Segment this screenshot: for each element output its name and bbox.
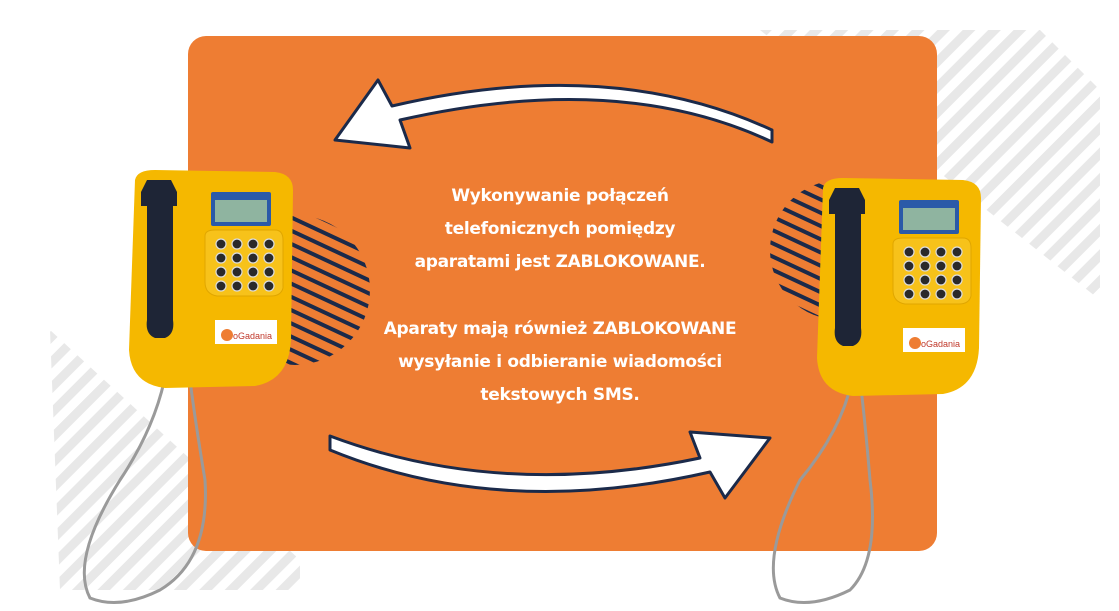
phone-left-cord <box>82 359 207 604</box>
message-line: Aparaty mają również ZABLOKOWANE <box>383 319 737 339</box>
arrow-left-icon <box>333 78 774 150</box>
message-line: aparatami jest ZABLOKOWANE. <box>414 252 706 272</box>
message-line: Wykonywanie połączeń <box>451 186 669 206</box>
message-calls-blocked: Wykonywanie połączeń telefonicznych pomi… <box>340 180 780 279</box>
message-line: tekstowych SMS. <box>480 385 640 405</box>
phone-right-cord <box>771 359 874 604</box>
message-sms-blocked: Aparaty mają również ZABLOKOWANE wysyłan… <box>340 313 780 412</box>
message-line: wysyłanie i odbieranie wiadomości <box>398 352 722 372</box>
message-line: telefonicznych pomiędzy <box>444 219 676 239</box>
phone-left-icon <box>128 169 294 389</box>
phone-right-icon <box>816 177 982 397</box>
info-card <box>188 36 937 551</box>
arrow-right-icon <box>328 430 772 500</box>
